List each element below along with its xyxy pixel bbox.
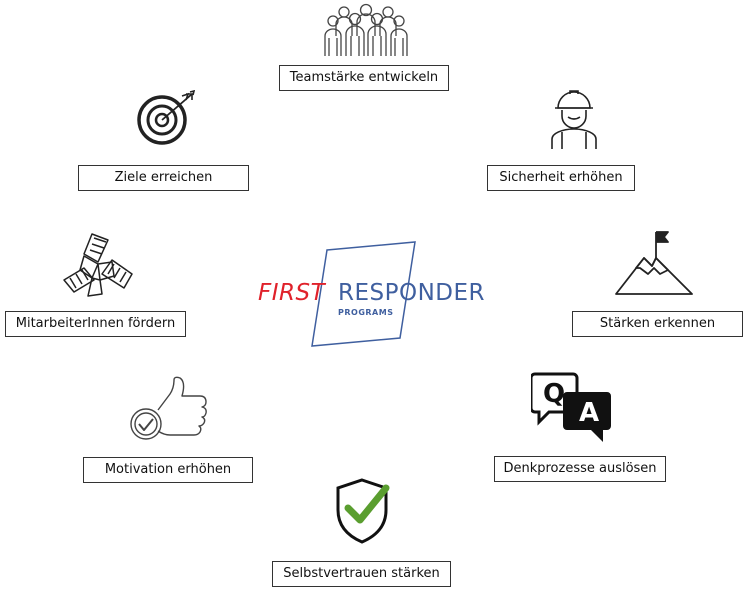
label-selbstvertrauen: Selbstvertrauen stärken — [272, 561, 451, 587]
thumbs-up-check-icon — [130, 376, 207, 440]
shield-check-icon — [336, 478, 390, 544]
label-mitarbeiterinnen: MitarbeiterInnen fördern — [5, 311, 186, 337]
svg-text:A: A — [579, 398, 599, 428]
team-icon — [324, 3, 408, 56]
label-motivation: Motivation erhöhen — [83, 457, 253, 483]
mountain-flag-icon — [615, 231, 693, 295]
label-ziele: Ziele erreichen — [78, 165, 249, 191]
label-teamstaerke: Teamstärke entwickeln — [279, 65, 449, 91]
first-responder-logo: FIRST RESPONDER PROGRAMS — [250, 240, 485, 356]
label-denkprozesse: Denkprozesse auslösen — [494, 456, 666, 482]
logo-responder-text: RESPONDER — [338, 280, 486, 306]
target-arrow-icon — [137, 90, 196, 145]
worker-helmet-icon — [551, 90, 597, 149]
logo-frame — [311, 241, 416, 347]
label-staerken-erkennen: Stärken erkennen — [572, 311, 743, 337]
svg-text:Q: Q — [543, 379, 565, 409]
label-sicherheit: Sicherheit erhöhen — [487, 165, 635, 191]
joined-hands-icon — [63, 233, 133, 297]
qa-speech-bubbles-icon: Q A — [531, 372, 611, 442]
logo-first-text: FIRST — [258, 280, 326, 306]
logo-programs-text: PROGRAMS — [338, 308, 394, 317]
